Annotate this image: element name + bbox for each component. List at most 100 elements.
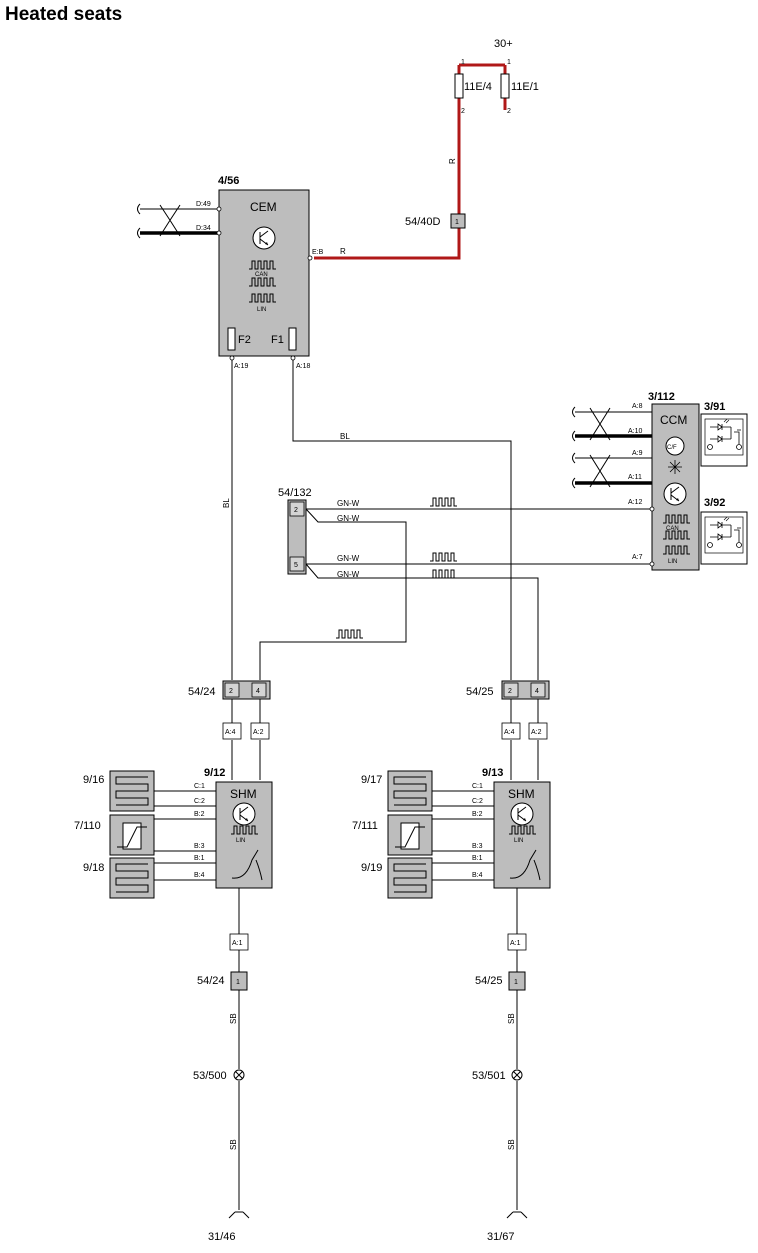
connector-132-pin-5: 5: [294, 562, 298, 569]
right-pin-b4: B:4: [472, 872, 483, 879]
right-lower-connector-pin: 1: [514, 979, 518, 986]
right-wire-sb-2: SB: [507, 1139, 516, 1150]
left-connector-pin-2: 2: [229, 688, 233, 695]
ccm-pin-a7: A:7: [632, 554, 643, 561]
fuse-11e4-pin1: 1: [461, 59, 465, 66]
left-sensor-label: 7/110: [74, 820, 101, 832]
left-seat-circuit: 54/24 2 4 A:4 A:2 9/12 SHM LIN C:1 C:2 B…: [74, 680, 273, 1243]
fuse-11e1-label: 11E/1: [511, 81, 539, 93]
left-connector-pin-4: 4: [256, 688, 260, 695]
left-wire-sb-1: SB: [229, 1013, 238, 1024]
cem-fuse-f1: F1: [271, 334, 284, 346]
cem-lin-label: LIN: [257, 307, 266, 313]
wire-gnw-1: GN-W: [337, 499, 360, 508]
left-pin-b2: B:2: [194, 811, 205, 818]
wire-gnw-2: GN-W: [337, 514, 360, 523]
cem-pin-a18: A:18: [296, 363, 311, 370]
left-lin-label: LIN: [236, 838, 245, 844]
left-splice-icon: [233, 1069, 245, 1081]
left-pin-b4: B:4: [194, 872, 205, 879]
left-connector-label: 54/24: [188, 686, 216, 698]
right-pin-c2: C:2: [472, 798, 483, 805]
panel-91-ref: 3/91: [704, 401, 725, 413]
supply-label: 30+: [494, 38, 513, 50]
ccm-pin-a12: A:12: [628, 499, 643, 506]
left-lower-connector-label: 54/24: [197, 975, 225, 987]
right-splice-icon: [511, 1069, 523, 1081]
left-pin-c2: C:2: [194, 798, 205, 805]
panel-91-switch-icon: [700, 413, 748, 467]
right-ground-label: 31/67: [487, 1231, 515, 1243]
cem-can-label: CAN: [255, 272, 268, 278]
panel-92-switch-icon: [700, 511, 748, 565]
left-pin-b3: B:3: [194, 843, 205, 850]
left-heater-1-icon: [109, 770, 155, 812]
right-pin-c1: C:1: [472, 783, 483, 790]
right-lower-connector-label: 54/25: [475, 975, 503, 987]
left-pin-b1: B:1: [194, 855, 205, 862]
connector-132-label: 54/132: [278, 487, 312, 499]
cem-name: CEM: [250, 200, 277, 214]
right-pin-a1: A:1: [510, 940, 521, 947]
right-seat-icon: [509, 849, 541, 881]
right-heater-2-icon: [387, 857, 433, 899]
right-pin-b1: B:1: [472, 855, 483, 862]
left-seat-icon: [231, 849, 263, 881]
ccm-lin-label: LIN: [668, 559, 677, 565]
left-module-name: SHM: [230, 787, 257, 801]
ccm-module: 3/112 CCM C/F CAN LIN A:8 A:10 A:9 A:11 …: [572, 391, 700, 571]
right-pin-b3: B:3: [472, 843, 483, 850]
left-heater-2-icon: [109, 857, 155, 899]
panel-92-ref: 3/92: [704, 497, 725, 509]
ccm-can-label: CAN: [666, 526, 679, 532]
ccm-ac-label: C/F: [667, 445, 677, 451]
ccm-pin-a10: A:10: [628, 428, 643, 435]
right-connector-pin-4: 4: [535, 688, 539, 695]
connector-132-pin-2: 2: [294, 507, 298, 514]
wire-gnw-4: GN-W: [337, 570, 360, 579]
left-pin-a1: A:1: [232, 940, 243, 947]
ccm-pin-a11: A:11: [628, 474, 642, 481]
right-heater-1-label: 9/17: [361, 774, 382, 786]
right-pin-b2: B:2: [472, 811, 483, 818]
left-module-ref: 9/12: [204, 767, 225, 779]
wire-bl-right: BL: [340, 432, 350, 441]
right-pin-a2: A:2: [531, 729, 542, 736]
left-ground-icon: [228, 1211, 250, 1219]
right-connector-pin-2: 2: [508, 688, 512, 695]
ccm-pin-a9: A:9: [632, 450, 643, 457]
cem-pin-d49: D:49: [196, 201, 211, 208]
left-heater-1-label: 9/16: [83, 774, 104, 786]
fuse-11e4-pin2: 2: [461, 108, 465, 115]
right-module-ref: 9/13: [482, 767, 503, 779]
left-splice-label: 53/500: [193, 1070, 227, 1082]
cem-eb-wire: R: [340, 247, 346, 256]
connector-40d-pin: 1: [455, 219, 459, 226]
right-module-name: SHM: [508, 787, 535, 801]
right-heater-2-label: 9/19: [361, 862, 382, 874]
left-lower-connector-pin: 1: [236, 979, 240, 986]
cem-pin-d34: D:34: [196, 225, 211, 232]
wire-gnw-3: GN-W: [337, 554, 360, 563]
right-heater-1-icon: [387, 770, 433, 812]
fuse-11e1-pin1: 1: [507, 59, 511, 66]
diagram-title: Heated seats: [5, 4, 122, 25]
cem-pin-a19: A:19: [234, 363, 249, 370]
cem-fuse-f2: F2: [238, 334, 251, 346]
right-seat-circuit: 54/25 2 4 A:4 A:2 9/13 SHM LIN C:1 C:2 B…: [352, 680, 551, 1243]
left-pin-c1: C:1: [194, 783, 205, 790]
right-wire-sb-1: SB: [507, 1013, 516, 1024]
left-pin-a2: A:2: [253, 729, 264, 736]
left-wire-sb-2: SB: [229, 1139, 238, 1150]
right-connector-label: 54/25: [466, 686, 494, 698]
ccm-name: CCM: [660, 413, 687, 427]
right-pin-a4: A:4: [504, 729, 515, 736]
connector-40d-label: 54/40D: [405, 216, 441, 228]
left-pin-a4: A:4: [225, 729, 236, 736]
wire-bl-left: BL: [222, 498, 231, 508]
right-ground-icon: [506, 1211, 528, 1219]
left-temp-sensor-icon: [109, 814, 155, 856]
cem-ref: 4/56: [218, 175, 239, 187]
power-supply: 30+ 1 1 2 2 11E/4 11E/1 R 1 54/40D: [314, 38, 539, 260]
